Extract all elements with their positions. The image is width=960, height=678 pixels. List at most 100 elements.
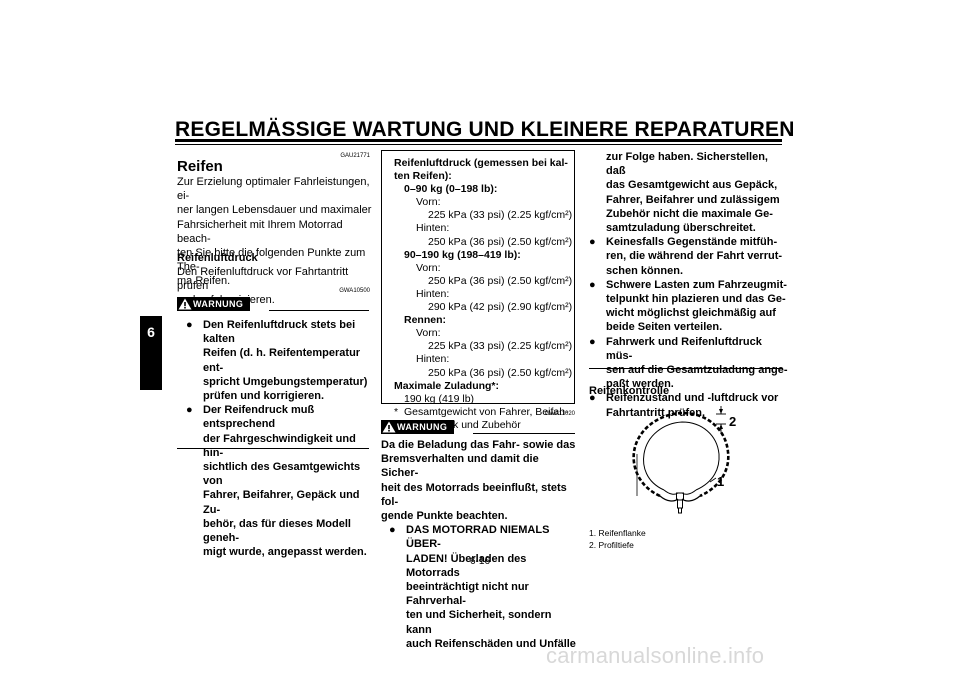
text-line: wicht möglichst gleichmäßig auf — [606, 307, 776, 320]
bullet-icon: ● — [589, 236, 596, 249]
text-line: Da die Beladung das Fahr- sowie das — [381, 439, 576, 451]
warning-label: WARNUNG — [193, 299, 244, 309]
text-line: beide Seiten verteilen. — [606, 321, 723, 334]
list-item: ● Fahrwerk und Reifenluftdruck müs- sen … — [589, 335, 789, 392]
tire-illustration — [632, 406, 730, 514]
callout-2: 2 — [729, 414, 737, 429]
max-load-value: 190 kg (419 lb) — [404, 392, 475, 405]
rear-label: Hinten: — [416, 222, 450, 235]
text-line: das Gesamtgewicht aus Gepäck, — [606, 179, 778, 192]
title-rule-thin — [175, 144, 782, 145]
warning-end-rule — [177, 448, 369, 449]
text-line: Schwere Lasten zum Fahrzeugmit- — [606, 278, 787, 291]
bullet-icon: ● — [389, 524, 396, 537]
text-line: Zur Erzielung optimaler Fahrleistungen, … — [177, 176, 370, 203]
bullet-icon: ● — [589, 278, 596, 291]
text-line: Gesamtgewicht von Fahrer, Beifah- — [404, 405, 569, 418]
text-line: behör, das für dieses Modell geneh- — [203, 517, 351, 545]
text-line: prüfen und korrigieren. — [203, 390, 325, 403]
pressure-spec-content: Reifenluftdruck (gemessen bei kal- ten R… — [394, 157, 574, 432]
spec-title: ten Reifen): — [394, 170, 452, 183]
warning-text: Da die Beladung das Fahr- sowie das Brem… — [381, 438, 577, 651]
chapter-tab: 6 — [140, 316, 162, 390]
text-line: sen auf die Gesamtzuladung ange- — [606, 364, 788, 377]
text-line: heit des Motorrads beeinflußt, stets fol… — [381, 481, 567, 508]
warning-header: WARNUNG — [381, 420, 575, 436]
text-line: paßt werden. — [606, 378, 674, 391]
text-line: schen können. — [606, 264, 684, 277]
text-line: Den Reifenluftdruck vor Fahrtantritt prü… — [177, 266, 349, 293]
warning-rule — [269, 310, 369, 311]
warning-label: WARNUNG — [397, 422, 448, 432]
rear-value: 250 kPa (36 psi) (2.50 kgf/cm²) — [428, 235, 573, 248]
bullet-icon: ● — [589, 392, 596, 405]
list-item: ● Keinesfalls Gegenstände mitfüh- ren, d… — [589, 235, 789, 278]
text-line: Der Reifendruck muß entsprechend — [203, 404, 315, 431]
text-line: LADEN! Überladen des Motorrads — [406, 552, 527, 579]
bullet-icon: ● — [589, 335, 596, 348]
warning-header: WARNUNG — [177, 297, 369, 313]
warning-continued: zur Folge haben. Sicherstellen, daß das … — [589, 150, 789, 420]
continued-text: zur Folge haben. Sicherstellen, daß das … — [589, 150, 789, 235]
text-line: Zubehör nicht die maximale Ge- — [606, 207, 773, 220]
list-item: ● DAS MOTORRAD NIEMALS ÜBER- LADEN! Über… — [389, 523, 577, 651]
page-number: 6-16 — [469, 556, 490, 567]
page-title: REGELMÄSSIGE WARTUNG UND KLEINERE REPARA… — [175, 118, 795, 141]
text-line: der Fahrgeschwindigkeit und hin- — [203, 432, 356, 459]
text-line: beeinträchtigt nicht nur Fahrverhal- — [406, 581, 529, 608]
text-line: auch Reifenschäden und Unfälle — [406, 637, 576, 650]
subheading-pressure: Reifenluftdruck — [177, 252, 258, 264]
rear-value: 290 kPa (42 psi) (2.90 kgf/cm²) — [428, 301, 573, 314]
bullet-icon: ● — [186, 404, 193, 417]
list-item: ● Der Reifendruck muß entsprechend der F… — [186, 403, 371, 559]
callout-1: 1 — [717, 474, 725, 489]
load-group: 90–190 kg (198–419 lb): — [404, 248, 521, 261]
text-line: Fahrwerk und Reifenluftdruck müs- — [606, 335, 762, 362]
front-value: 225 kPa (33 psi) (2.25 kgf/cm²) — [428, 209, 573, 222]
list-item: ● Reifenzustand und -luftdruck vor Fahrt… — [589, 391, 789, 419]
warning-triangle-icon — [381, 420, 397, 434]
caption: 2. Profiltiefe — [589, 540, 634, 550]
front-value: 250 kPa (36 psi) (2.50 kgf/cm²) — [428, 274, 573, 287]
warning-code: GWA11020 — [544, 411, 575, 417]
text-line: Bremsverhalten und damit die Sicher- — [381, 453, 539, 480]
load-group: Rennen: — [404, 314, 446, 327]
max-load-label: Maximale Zuladung*: — [394, 379, 500, 392]
bullet-icon: ● — [186, 319, 193, 331]
text-line: spricht Umgebungstemperatur) — [203, 375, 368, 388]
text-line: ma Reifen. — [177, 275, 231, 288]
warning-badge: WARNUNG — [381, 420, 455, 434]
text-line: ten und Sicherheit, sondern kann — [406, 609, 552, 636]
text-line: Reifenzustand und -luftdruck vor — [606, 392, 779, 405]
text-line: DAS MOTORRAD NIEMALS ÜBER- — [406, 524, 550, 551]
text-line: Fahrer, Beifahrer, Gepäck und Zu- — [203, 489, 360, 516]
text-line: migt wurde, angepasst werden. — [203, 546, 367, 559]
warning-rule — [473, 433, 575, 434]
text-line: zur Folge haben. Sicherstellen, daß — [606, 151, 768, 178]
text-line: Den Reifenluftdruck stets bei kalten — [203, 319, 356, 346]
watermark: carmanualsonline.info — [546, 643, 765, 668]
text-line: Fahrsicherheit mit Ihrem Motorrad beach- — [177, 218, 343, 245]
caption: 1. Reifenflanke — [589, 528, 646, 538]
text-line: Keinesfalls Gegenstände mitfüh- — [606, 236, 778, 249]
front-label: Vorn: — [416, 327, 441, 340]
warning-end-rule — [589, 368, 782, 369]
subheading-tire-check: Reifenkontrolle — [589, 385, 670, 397]
rear-label: Hinten: — [416, 353, 450, 366]
front-label: Vorn: — [416, 196, 441, 209]
warning-badge: WARNUNG — [177, 297, 251, 311]
pressure-spec-box: Reifenluftdruck (gemessen bei kal- ten R… — [381, 150, 575, 431]
figure-captions: 1. Reifenflanke 2. Profiltiefe — [589, 527, 646, 551]
warning-bullet-list: ● Den Reifenluftdruck stets bei kalten R… — [186, 318, 371, 559]
list-item: ● Schwere Lasten zum Fahrzeugmit- telpun… — [589, 278, 789, 335]
text-line: telpunkt hin plazieren und das Ge- — [606, 293, 786, 306]
chapter-tab-label: 6 — [147, 324, 155, 340]
rear-label: Hinten: — [416, 287, 450, 300]
text-line: Reifen (d. h. Reifentemperatur ent- — [203, 347, 361, 374]
text-line: gende Punkte beachten. — [381, 510, 508, 523]
footnote-mark: * — [394, 405, 399, 418]
spec-title: Reifenluftdruck (gemessen bei kal- — [394, 157, 568, 169]
text-line: ren, die während der Fahrt verrut- — [606, 250, 783, 263]
load-group: 0–90 kg (0–198 lb): — [404, 183, 498, 196]
front-label: Vorn: — [416, 261, 441, 274]
